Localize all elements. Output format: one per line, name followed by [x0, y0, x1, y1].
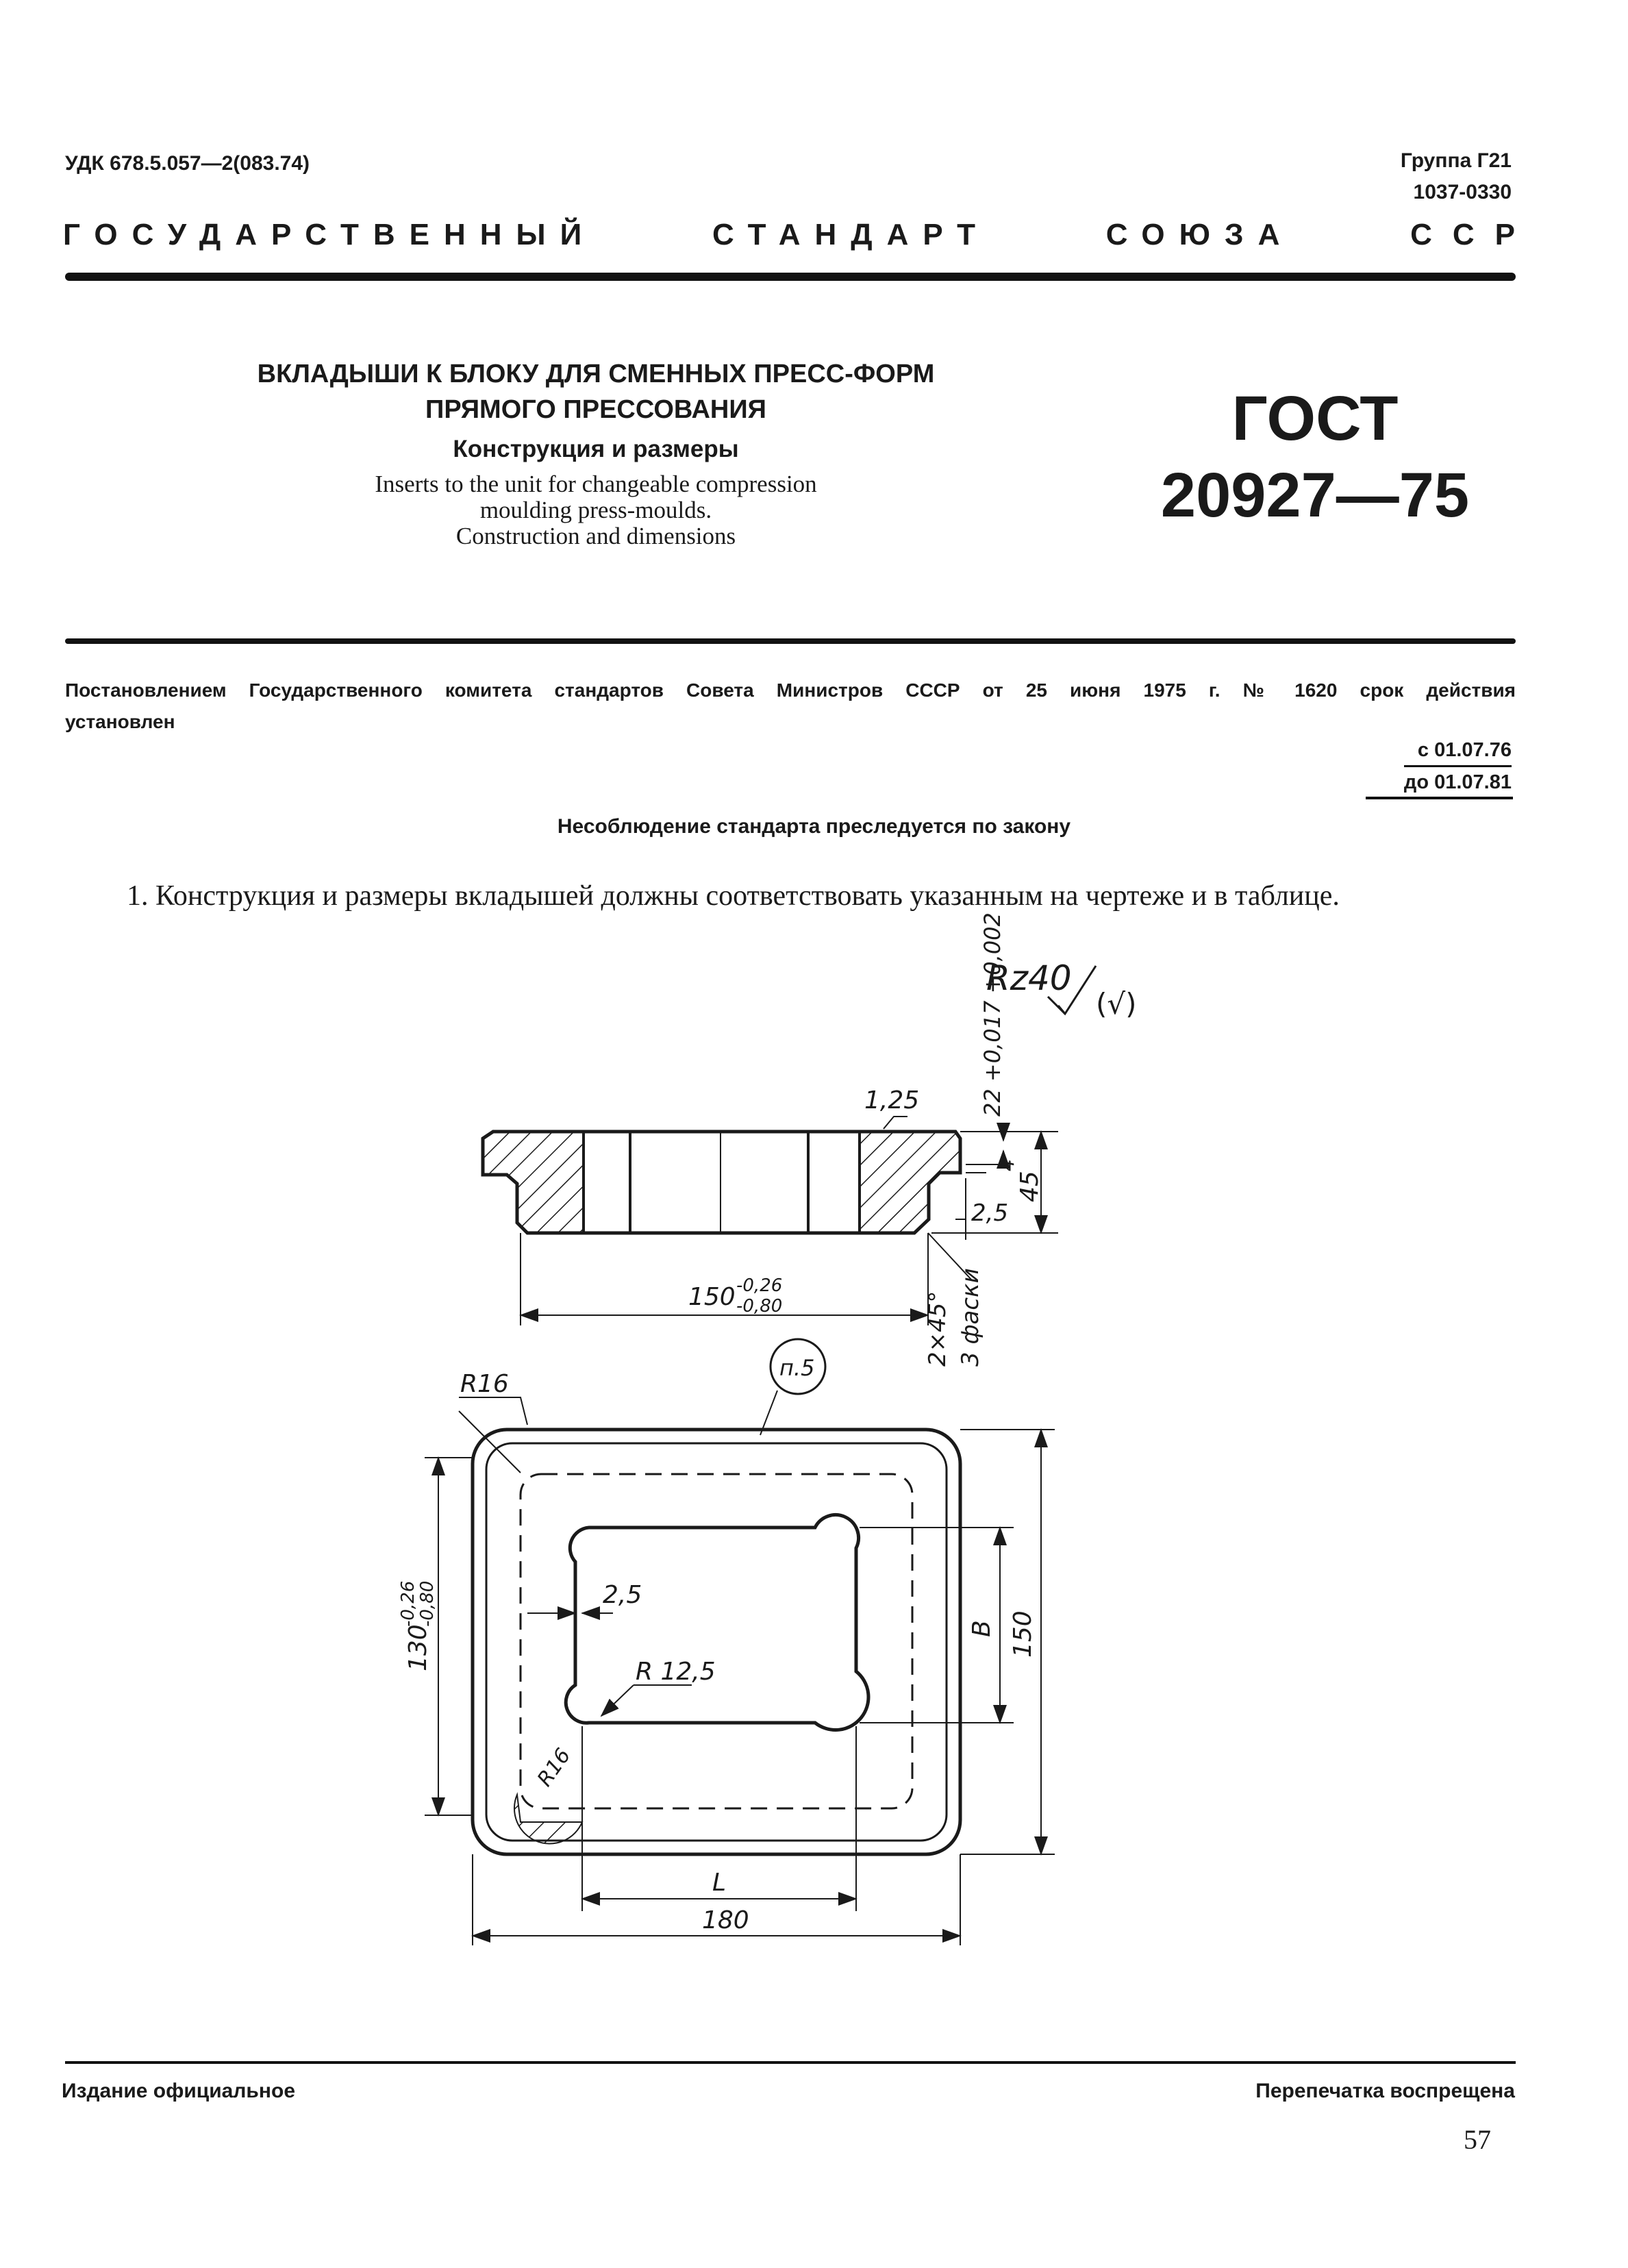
chamfer-note-1: 2×45° — [924, 1291, 951, 1367]
udk-code: УДК 678.5.057—2(083.74) — [65, 152, 310, 175]
banner-word-1: ГОСУДАРСТВЕННЫЙ — [63, 218, 597, 251]
valid-to: до 01.07.81 — [1403, 771, 1512, 793]
title-rule — [65, 638, 1516, 644]
radius-r16-corner: R16 — [533, 1744, 576, 1791]
document-title: ВКЛАДЫШИ К БЛОКУ ДЛЯ СМЕННЫХ ПРЕСС-ФОРМ … — [185, 356, 1007, 549]
standard-banner: ГОСУДАРСТВЕННЫЙ СТАНДАРТ СОЮЗА ССР — [63, 218, 1515, 252]
reprint-note: Перепечатка воспрещена — [1255, 2080, 1515, 2102]
title-ru-line-2: ПРЯМОГО ПРЕССОВАНИЯ — [425, 395, 766, 424]
legal-notice: Несоблюдение стандарта преследуется по з… — [557, 815, 1071, 838]
footer-rule — [65, 2061, 1516, 2064]
decree-text: Постановлением Государственного комитета… — [65, 680, 1516, 732]
dim-150-tol-lower: -0,80 — [736, 1296, 782, 1317]
dim-25-section: 2,5 — [971, 1199, 1008, 1227]
banner-word-4: ССР — [1410, 218, 1536, 251]
header-rule — [65, 273, 1516, 281]
title-en-line-1: Inserts to the unit for changeable compr… — [375, 471, 817, 497]
dim-150-tol-upper: -0,26 — [736, 1275, 782, 1296]
dim-45: 45 — [1016, 1171, 1044, 1202]
roughness-other: (√) — [1096, 987, 1137, 1021]
chamfer-125: 1,25 — [864, 1086, 919, 1114]
title-en-line-2: moulding press-moulds. — [479, 497, 712, 523]
validity-dates: с 01.07.76 до 01.07.81 — [1403, 735, 1512, 797]
title-ru-line-1: ВКЛАДЫШИ К БЛОКУ ДЛЯ СМЕННЫХ ПРЕСС-ФОРМ — [257, 360, 935, 388]
banner-word-2: СТАНДАРТ — [712, 218, 990, 251]
dim-130-tol-lower: -0,80 — [417, 1581, 438, 1627]
dim-130: 130 — [404, 1624, 432, 1671]
dim-25-plan: 2,5 — [603, 1581, 642, 1609]
page-number: 57 — [1464, 2124, 1491, 2155]
tolerance-22: 22 +0,017 +0,002 — [979, 912, 1005, 1117]
dim-b: B — [968, 1620, 996, 1637]
radius-r16-top: R16 — [460, 1370, 509, 1398]
gost-number: ГОСТ 20927—75 — [1137, 380, 1493, 534]
dim-l: L — [712, 1869, 726, 1897]
ref-p5: п.5 — [779, 1355, 814, 1381]
dim-180: 180 — [702, 1906, 749, 1934]
roughness-label: Rz40 — [986, 958, 1072, 998]
title-en-line-3: Construction and dimensions — [455, 523, 736, 549]
edition-note: Издание официальное — [62, 2080, 296, 2102]
group-line-2: 1037-0330 — [1413, 181, 1512, 203]
group-line-1: Группа Г21 — [1400, 149, 1512, 172]
validity-rule — [1366, 797, 1513, 799]
dim-130-tol-upper: -0,26 — [398, 1581, 418, 1627]
dim-150-height: 150 — [1009, 1610, 1037, 1658]
valid-from: с 01.07.76 — [1403, 735, 1512, 767]
radius-r12: R 12,5 — [636, 1658, 716, 1686]
chamfer-note-2: 3 фаски — [957, 1268, 984, 1367]
banner-word-3: СОЮЗА — [1105, 218, 1294, 251]
paragraph-1: 1. Конструкция и размеры вкладышей должн… — [127, 880, 1340, 912]
gost-label: ГОСТ — [1231, 384, 1399, 453]
dim-4: 4 — [996, 1159, 1018, 1171]
title-ru-subtitle: Конструкция и размеры — [453, 436, 739, 462]
dim-150-width: 150 — [688, 1283, 736, 1311]
group-code: Группа Г21 1037-0330 — [1401, 145, 1512, 208]
gost-code: 20927—75 — [1160, 460, 1470, 530]
